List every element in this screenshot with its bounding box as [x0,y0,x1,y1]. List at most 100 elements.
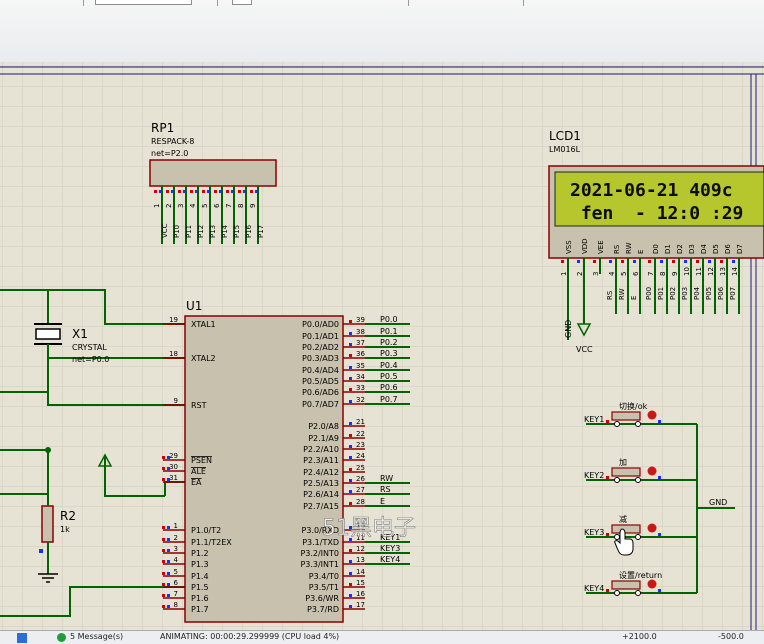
button-cap [611,411,641,421]
u1-pin-number: 32 [356,396,365,404]
pin-state-marker [577,260,580,263]
pin-state-marker [349,456,352,459]
lcd-pin-name: E [637,250,645,254]
u1-pin-name: P1.3 [191,560,209,569]
u1-pin-name: ALE [191,467,206,476]
lcd-pin-name: RW [625,242,633,254]
u1-pin-number: 3 [174,545,178,553]
u1-pin-name: P0.4/AD4 [302,366,339,375]
u1-pin-name: P0.3/AD3 [302,354,339,363]
hand-cursor-icon [614,528,634,556]
button-actuator-icon [647,466,657,476]
lcd-pin-number: 4 [608,271,616,276]
u1-pin-number: 34 [356,373,365,381]
pin-state-marker [349,445,352,448]
x1-ref: X1 [72,327,88,341]
u1-net-label: P0.7 [380,395,398,404]
lcd-net-label: E [630,296,638,300]
pin-state-marker [349,572,352,575]
lcd-pin-name: D1 [664,244,672,254]
u1-net-label: P0.0 [380,315,398,324]
u1-body [184,315,344,623]
button-contact [614,421,620,427]
u1-pin-number: 10 [356,522,365,530]
lcd-power-wiring: GND VCC [564,274,593,354]
x1-net: net=P0.0 [72,355,109,364]
resistor-pack-rp1[interactable]: RP1 RESPACK-8 net=P2.0 1VCC2P103P114P125… [149,121,277,244]
rp1-pin-name: VCC [161,223,169,238]
pin-state-marker [231,190,234,193]
u1-pin-number: 36 [356,350,365,358]
u1-pin-name: P1.5 [191,583,209,592]
pin-state-marker [633,260,636,263]
pin-state-marker [162,467,165,470]
pin-state-marker [349,400,352,403]
lcd-net-label: P00 [645,287,653,300]
u1-pin-name: P0.5/AD5 [302,377,339,386]
pin-state-marker [349,388,352,391]
lcd-pin-name: D2 [676,244,684,254]
rp1-pin-name: P11 [185,225,193,238]
pin-state-marker [660,260,663,263]
button-actuator-icon [647,410,657,420]
pin-state-marker [167,467,170,470]
pin-state-marker [171,190,174,193]
toolbar-separator [217,0,218,6]
u1-pin-number: 33 [356,384,365,392]
rp1-body [149,159,277,187]
u1-pin-name: P0.0/AD0 [302,320,339,329]
pin-state-marker [207,190,210,193]
pin-state-marker [672,260,675,263]
u1-pin-number: 7 [174,590,178,598]
button-contact [614,534,620,540]
toolbar-field-2[interactable] [232,0,252,5]
ground-icon [38,573,58,583]
pin-state-marker [349,468,352,471]
u1-pin-number: 19 [169,316,178,324]
pin-state-marker [648,260,651,263]
lcd-pin-number: 13 [719,267,727,276]
pin-state-marker [349,549,352,552]
u1-pin-number: 16 [356,590,365,598]
pin-state-marker [162,583,165,586]
lcd-pin-number: 7 [647,272,655,276]
pin-state-marker [162,594,165,597]
lcd-net-label: P04 [693,286,701,300]
pin-state-marker [606,420,609,423]
rp1-pin-name: P14 [221,224,229,238]
u1-pin-name: P3.7/RD [307,605,339,614]
toolbar-field-1[interactable] [95,0,192,5]
coord-y: -500.0 [718,632,744,641]
pin-state-marker [238,190,241,193]
lcd-part: LM016L [549,145,581,154]
pin-state-marker [349,583,352,586]
rp1-part: RESPACK-8 [151,137,194,146]
messages-count[interactable]: 5 Message(s) [70,632,124,641]
u1-net-label: P0.5 [380,372,398,381]
u1-pin-number: 23 [356,441,365,449]
schematic-svg[interactable]: RP1 RESPACK-8 net=P2.0 1VCC2P103P114P125… [0,62,764,630]
u1-pin-number: 25 [356,464,365,472]
lcd-lm016l[interactable]: LCD1 LM016L 2021-06-21 409c fen - 12:0 :… [548,129,764,354]
lcd-net-label: P03 [681,287,689,300]
pin-state-marker [349,354,352,357]
pin-state-marker [720,260,723,263]
button-cap [611,524,641,534]
u1-pin-name: P1.0/T2 [191,526,221,535]
rp1-net: net=P2.0 [151,149,188,158]
u1-pin-name: P3.5/T1 [309,583,339,592]
lcd-net-label: RW [618,288,626,300]
stop-icon[interactable] [17,633,27,643]
pin-state-marker [349,343,352,346]
pin-state-marker [162,526,165,529]
lcd-pin-number: 5 [620,272,628,276]
u1-pin-name: P3.4/T0 [309,572,339,581]
x1-part: CRYSTAL [72,343,107,352]
crystal-x1[interactable]: X1 CRYSTAL net=P0.0 [0,289,185,392]
pin-state-marker [154,190,157,193]
u1-pin-name: P0.2/AD2 [302,343,339,352]
coord-x: +2100.0 [622,632,657,641]
